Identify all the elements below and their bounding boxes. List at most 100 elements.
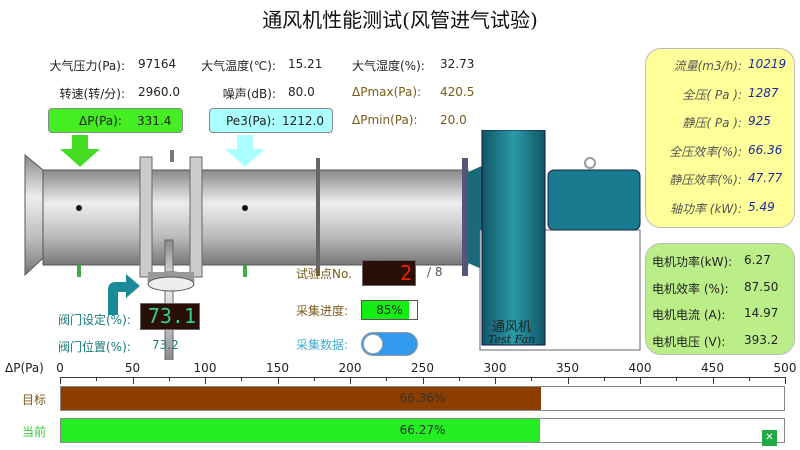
result-row: 全压( Pa ):1287 <box>646 86 796 106</box>
bar-label: 目标 <box>22 393 47 407</box>
scale-tick-label: 350 <box>556 361 579 375</box>
scale-tick-label: 400 <box>628 361 652 375</box>
result-label: 静压( Pa ): <box>682 116 742 130</box>
results-panel: 流量(m3/h): 10219 全压( Pa ):1287 静压( Pa ): 925 全… <box>645 48 795 228</box>
motor-label: 电机电流 (A): <box>652 308 726 322</box>
scale-tick-label: 0 <box>56 361 64 375</box>
scale-tick-label: 150 <box>266 361 289 375</box>
pressure-label: 大气压力(Pa): <box>49 59 125 73</box>
motor-value: 87.50 <box>744 279 779 294</box>
result-value: 5.49 <box>748 199 775 214</box>
result-row: 流量(m3/h): 10219 <box>646 57 796 77</box>
scale-tick <box>785 377 786 384</box>
pe3-box: Pe3(Pa): 1212.0 <box>209 108 333 133</box>
dpmax-label: ΔPmax(Pa): <box>352 85 422 99</box>
dp-bar: 66.36% <box>60 386 785 411</box>
motor-value: 393.2 <box>744 332 779 347</box>
scale-minor-tick <box>531 377 533 381</box>
motor-label: 电机功率(kW): <box>652 255 733 269</box>
valve-set-label: 阀门设定(%): <box>58 313 131 327</box>
progress-label: 采集进度: <box>296 304 349 318</box>
scale-tick <box>350 377 351 384</box>
scale-tick-label: 250 <box>411 361 434 375</box>
scale-minor-tick <box>748 377 750 381</box>
progress-text: 85% <box>376 303 403 317</box>
result-value: 925 <box>748 114 771 128</box>
scale-tick <box>132 377 134 384</box>
motor-label: 电机电压 (V): <box>652 334 726 349</box>
noise-label: 噪声(dB): <box>222 87 276 101</box>
toggle-knob <box>363 334 383 354</box>
dp-bar-fill <box>61 387 541 410</box>
fan-label-cn: 通风机 <box>492 320 532 335</box>
valve-pos-value: 73.2 <box>152 338 179 352</box>
result-label: 全压( Pa ): <box>682 87 742 102</box>
dp-bar: 66.27% <box>60 418 785 443</box>
motor-value: 6.27 <box>744 253 771 267</box>
test-point-display: 2 <box>362 260 416 286</box>
dp-value: 331.4 <box>137 114 172 128</box>
result-label: 轴功率 (kW): <box>669 201 742 216</box>
pe3-arrow-icon <box>225 135 265 167</box>
motor-label: 电机效率 (%): <box>652 281 729 296</box>
dpmin-label: ΔPmin(Pa): <box>352 113 418 127</box>
fan-label-en: Test Fan <box>488 333 536 346</box>
result-row: 静压效率(%):47.77 <box>646 171 796 191</box>
scale-minor-tick <box>458 377 460 381</box>
progress-fill <box>362 301 409 319</box>
pe3-value: 1212.0 <box>282 114 324 128</box>
scale-label: ΔP(Pa) <box>5 361 44 375</box>
scale-minor-tick <box>313 377 315 381</box>
result-row: 轴功率 (kW): 5.49 <box>646 200 796 220</box>
result-row: 全压效率(%):66.36 <box>646 143 796 163</box>
scale-tick-label: 500 <box>773 361 797 375</box>
valve-pos-label: 阀门位置(%): <box>58 340 131 354</box>
collect-toggle[interactable] <box>361 332 418 356</box>
result-value: 47.77 <box>748 171 783 185</box>
scale-tick <box>567 377 569 384</box>
dp-label: ΔP(Pa): <box>79 114 122 128</box>
humidity-label: 大气湿度(%): <box>352 59 425 73</box>
scale-tick <box>712 377 714 384</box>
progress-bar: 85% <box>361 300 418 320</box>
result-value: 10219 <box>748 57 787 71</box>
scale-minor-tick <box>168 377 170 381</box>
pe3-label: Pe3(Pa): <box>226 114 276 128</box>
scale-tick <box>205 377 206 384</box>
dp-bar-text: 66.27% <box>399 423 446 437</box>
noise-value: 80.0 <box>288 85 315 99</box>
scale-minor-tick <box>386 377 388 381</box>
dp-bar-fill <box>61 419 541 442</box>
scale-minor-tick <box>603 377 605 381</box>
result-value: 66.36 <box>748 142 783 157</box>
page-title: 通风机性能测试(风管进气试验) <box>262 8 538 32</box>
expand-icon[interactable]: ✕ <box>762 430 777 446</box>
collect-label: 采集数据: <box>296 338 349 352</box>
scale-minor-tick <box>241 377 243 381</box>
dp-arrow-icon <box>60 135 100 167</box>
test-point-total: / 8 <box>427 265 443 279</box>
bar-label: 当前 <box>22 425 47 439</box>
scale-minor-tick <box>676 377 678 381</box>
pressure-value: 97164 <box>138 57 177 71</box>
result-label: 流量(m3/h): <box>673 59 742 73</box>
motor-value: 14.97 <box>744 306 779 320</box>
duct-diagram <box>24 130 641 360</box>
scale-tick-label: 50 <box>124 361 141 375</box>
speed-label: 转速(转/分): <box>59 87 125 101</box>
scale-tick <box>60 377 61 384</box>
scale-tick <box>495 377 496 384</box>
valve-arrow-icon <box>108 274 140 315</box>
scale-tick <box>277 377 279 384</box>
scale-tick-label: 200 <box>338 361 362 375</box>
scale-minor-tick <box>96 377 98 381</box>
dpmax-value: 420.5 <box>440 85 475 99</box>
scale-tick-label: 300 <box>483 361 507 375</box>
valve-set-display[interactable]: 73.1 <box>140 303 200 330</box>
temp-value: 15.21 <box>288 57 323 71</box>
motor-panel: 电机功率(kW): 6.27 电机效率 (%): 87.50 电机电流 (A): 14.9… <box>645 243 795 355</box>
dp-bar-text: 66.36% <box>399 391 446 405</box>
scale-tick-label: 100 <box>193 361 217 375</box>
result-row: 静压( Pa ): 925 <box>646 114 796 134</box>
dpmin-value: 20.0 <box>440 113 467 127</box>
